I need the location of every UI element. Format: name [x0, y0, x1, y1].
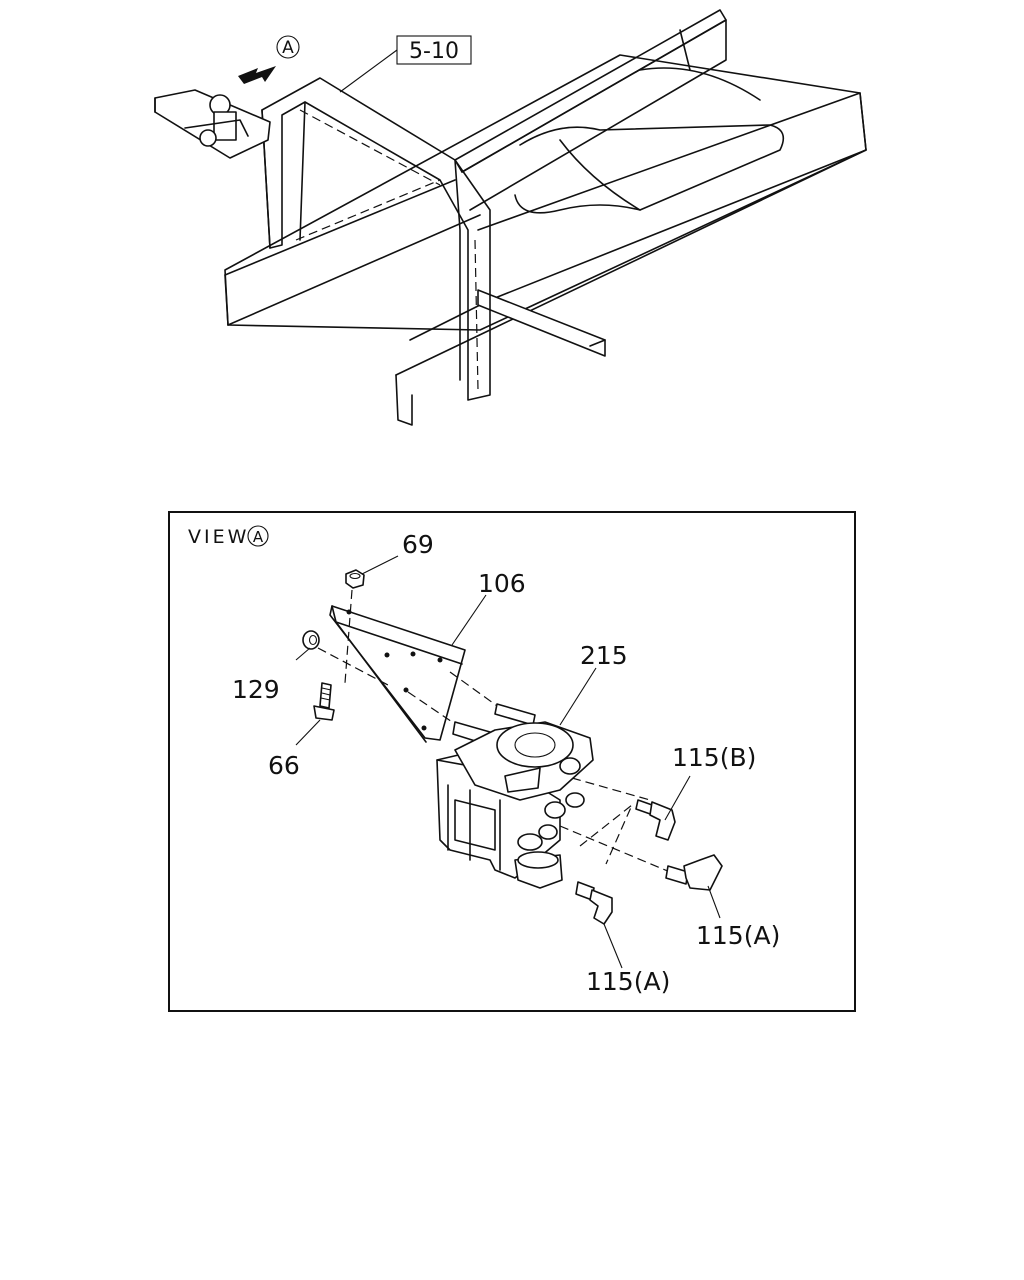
- callout-69: 69: [402, 530, 434, 559]
- nut-69: [345, 569, 365, 589]
- valve-location-thumbnail: [184, 94, 249, 147]
- relay-valve-215: [436, 703, 594, 889]
- view-title-marker: A: [253, 528, 264, 546]
- view-marker-top: A: [276, 35, 300, 59]
- view-direction-arrow: [238, 66, 276, 84]
- callout-115a-right: 115(A): [696, 921, 780, 950]
- leader-lines: [295, 555, 721, 969]
- callout-106: 106: [478, 569, 526, 598]
- fitting-115a-right: [665, 854, 723, 891]
- chassis-frame-illustration: [154, 9, 867, 426]
- view-title-text: VIEW: [188, 526, 249, 548]
- bolt-66: [313, 682, 335, 721]
- bracket-106: [329, 605, 466, 743]
- callout-215: 215: [580, 641, 628, 670]
- view-title: VIEW A: [188, 525, 269, 548]
- fitting-115b: [635, 799, 676, 841]
- callout-115a-bottom: 115(A): [586, 967, 670, 996]
- callout-66: 66: [268, 751, 300, 780]
- view-marker-letter: A: [282, 38, 294, 58]
- washer-129: [302, 630, 320, 650]
- reference-box: 5-10: [339, 35, 472, 93]
- view-frame: [168, 511, 856, 1012]
- callout-129: 129: [232, 675, 280, 704]
- callout-115b: 115(B): [672, 743, 756, 772]
- reference-box-label: 5-10: [409, 39, 459, 64]
- fitting-115a-bottom: [575, 881, 613, 925]
